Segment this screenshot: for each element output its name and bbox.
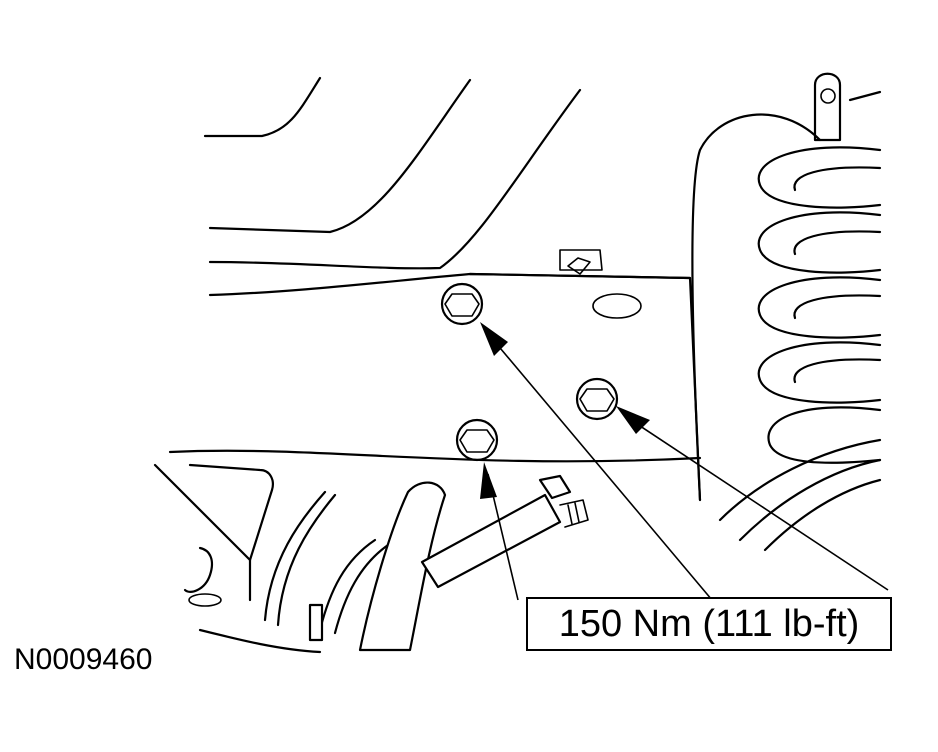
body-panel-lines	[203, 76, 692, 297]
spring-housing	[691, 72, 882, 502]
leader-lines	[487, 335, 889, 601]
bolt-upper	[440, 282, 484, 326]
tire-arc	[718, 438, 882, 552]
arrow-icon	[616, 406, 650, 434]
hose	[358, 481, 447, 652]
frame-bracket	[168, 249, 702, 502]
figure-id-label: N0009460	[14, 643, 153, 676]
arrow-icon	[480, 322, 508, 356]
bolt-right	[575, 377, 619, 421]
brake-lines	[263, 490, 390, 642]
arrow-icon	[480, 462, 497, 499]
torque-spec-text: 150 Nm (111 lb-ft)	[558, 602, 860, 645]
coil-spring-icon	[757, 146, 882, 464]
bolt-lower	[455, 418, 499, 462]
stabilizer-link	[420, 474, 589, 589]
torque-callout: 150 Nm (111 lb-ft)	[526, 597, 892, 651]
lower-arm	[153, 463, 322, 654]
